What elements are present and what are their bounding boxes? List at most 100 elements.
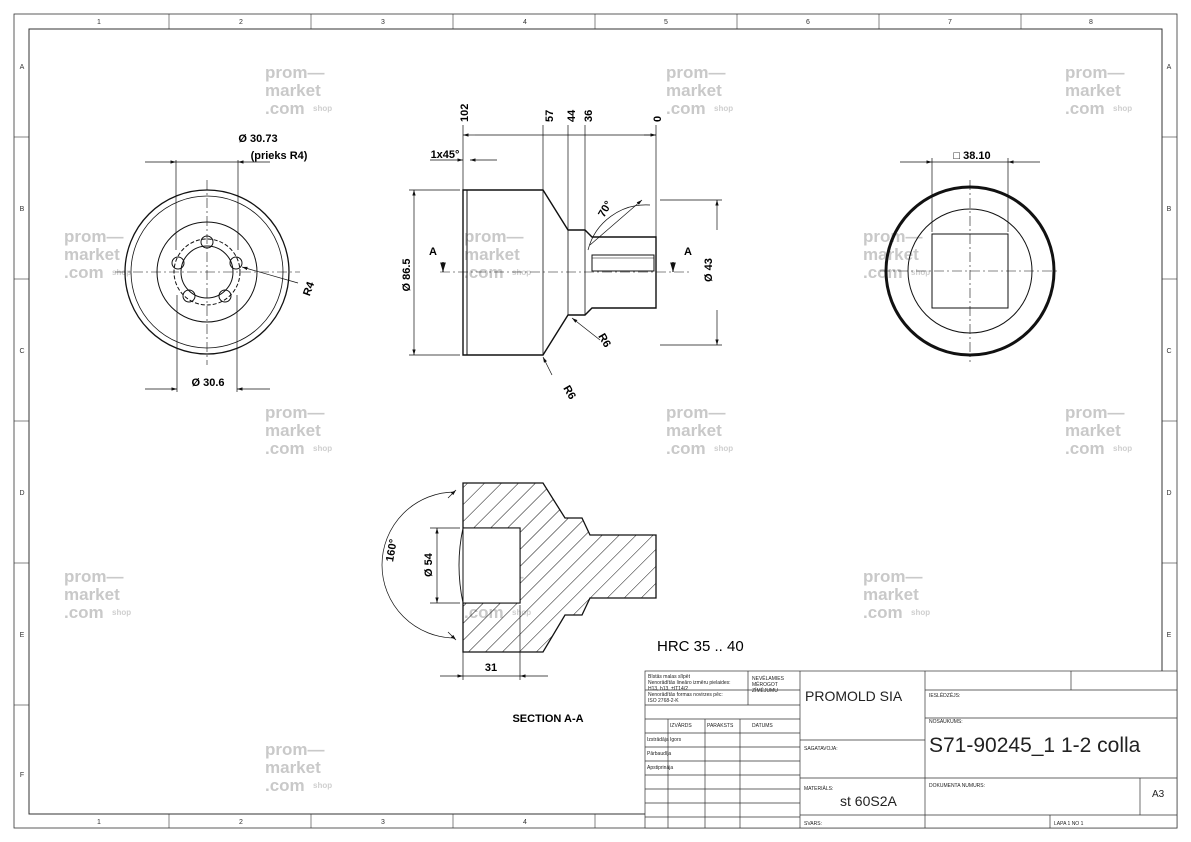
svg-text:market: market [666, 81, 722, 100]
col-label: 3 [381, 19, 385, 26]
svg-text:.com: .com [265, 439, 305, 458]
watermark: prom— market .com shop [265, 740, 332, 795]
svg-text:.com: .com [464, 263, 504, 282]
col-label: 4 [523, 19, 527, 26]
svg-text:shop: shop [911, 608, 930, 617]
row-label: B [20, 206, 25, 213]
sheet-number: LAPA 1 NO 1 [1054, 821, 1084, 827]
svg-text:market: market [863, 245, 919, 264]
row-approved: Apstiprināja [647, 765, 673, 771]
dim-dia-small: Ø 43 [703, 258, 715, 282]
svg-text:shop: shop [112, 268, 131, 277]
title-block-text: Bīstās malas slīpēt Nenorādītās lineāro … [647, 674, 1165, 827]
dim-dia-top-note: (prieks R4) [251, 150, 308, 162]
dim-angle-160: 160° [384, 538, 400, 563]
svg-text:shop: shop [112, 608, 131, 617]
frame-column-labels: 1 2 3 4 5 6 7 8 1 2 3 4 [97, 19, 1093, 826]
svg-text:prom—: prom— [666, 403, 726, 422]
dim-depth-31: 31 [485, 662, 497, 674]
svg-text:.com: .com [666, 99, 706, 118]
watermark: prom— market .com shop [265, 403, 332, 458]
col-label: 2 [239, 819, 243, 826]
row-label: F [20, 772, 24, 779]
svg-text:market: market [863, 585, 919, 604]
section-arrows [440, 262, 676, 272]
svg-text:prom—: prom— [265, 740, 325, 759]
watermark: prom— market .com shop [863, 227, 930, 282]
svg-text:market: market [265, 421, 321, 440]
sheet-format: A3 [1152, 789, 1165, 800]
svg-text:shop: shop [714, 104, 733, 113]
col-label: 2 [239, 19, 243, 26]
svg-text:prom—: prom— [265, 403, 325, 422]
lbl-made-by: SAGATAVOJA: [804, 746, 838, 752]
svg-text:market: market [265, 758, 321, 777]
svg-text:.com: .com [265, 99, 305, 118]
svg-text:.com: .com [666, 439, 706, 458]
part-number: S71-90245_1 1-2 colla [929, 734, 1141, 757]
col-label: 6 [806, 19, 810, 26]
lbl-title: NOSAUKUMS: [929, 719, 963, 725]
dim-r6-upper: R6 [595, 332, 612, 350]
no-scale-1: NEVĒLAMIES [752, 675, 785, 682]
pin-2 [229, 256, 243, 270]
dim-0: 0 [652, 116, 664, 122]
material-value: st 60S2A [840, 793, 897, 809]
section-title: SECTION A-A [512, 713, 583, 725]
dim-angle: 70° [596, 199, 615, 219]
section-a-a-view [381, 482, 657, 680]
row-checked: Pārbaudīja [647, 751, 671, 757]
svg-text:.com: .com [863, 263, 903, 282]
hdr-date: DATUMS [752, 723, 773, 729]
row-label: C [19, 348, 24, 355]
section-mark-left: A [429, 246, 437, 258]
svg-text:market: market [265, 81, 321, 100]
lbl-mass: SVARS: [804, 821, 822, 827]
svg-text:shop: shop [1113, 444, 1132, 453]
dim-r6-lower: R6 [560, 384, 577, 402]
row-label: E [1167, 632, 1172, 639]
hardness-note: HRC 35 .. 40 [657, 638, 744, 655]
right-end-view [880, 158, 1060, 362]
svg-text:shop: shop [512, 268, 531, 277]
watermark: prom— market .com shop [64, 567, 131, 622]
svg-text:market: market [64, 245, 120, 264]
row-label: E [20, 632, 25, 639]
svg-text:prom—: prom— [666, 63, 726, 82]
svg-text:.com: .com [64, 263, 104, 282]
row-label: B [1167, 206, 1172, 213]
dim-radius: R4 [301, 279, 317, 297]
svg-text:prom—: prom— [863, 567, 923, 586]
dim-44: 44 [566, 109, 578, 122]
watermark: prom— market .com shop [1065, 63, 1132, 118]
dim-36: 36 [583, 110, 595, 122]
watermark: prom— market .com shop [464, 227, 531, 282]
svg-text:.com: .com [863, 603, 903, 622]
dim-square: □ 38.10 [953, 150, 990, 162]
svg-text:market: market [1065, 81, 1121, 100]
dim-dia-large: Ø 86.5 [401, 258, 413, 291]
lbl-doc: DOKUMENTA NUMURS: [929, 783, 985, 789]
middle-view-dims: 102 57 44 36 0 1x45° Ø 86.5 Ø 43 70° R6 … [401, 104, 715, 402]
col-label: 7 [948, 19, 952, 26]
pin-4 [182, 289, 196, 303]
svg-text:shop: shop [313, 444, 332, 453]
tol-note-3: H13, h13, ±IT14/2 [648, 686, 688, 692]
watermark: prom— market .com shop [666, 403, 733, 458]
dim-57: 57 [544, 110, 556, 122]
svg-text:market: market [1065, 421, 1121, 440]
lbl-material: MATERIĀLS: [804, 785, 833, 792]
dim-102: 102 [459, 104, 471, 122]
pin-3 [218, 289, 232, 303]
row-label: A [20, 64, 25, 71]
frame-row-labels: A B C D E F A B C D E [19, 64, 1171, 779]
left-end-view [115, 160, 300, 392]
row-label: A [1167, 64, 1172, 71]
col-label: 5 [664, 19, 668, 26]
svg-text:prom—: prom— [64, 567, 124, 586]
left-view-dims: Ø 30.73 (prieks R4) Ø 30.6 R4 [191, 133, 317, 389]
svg-text:.com: .com [265, 776, 305, 795]
tol-note-5: ISO 2768-2-K [648, 698, 679, 704]
svg-text:prom—: prom— [265, 63, 325, 82]
